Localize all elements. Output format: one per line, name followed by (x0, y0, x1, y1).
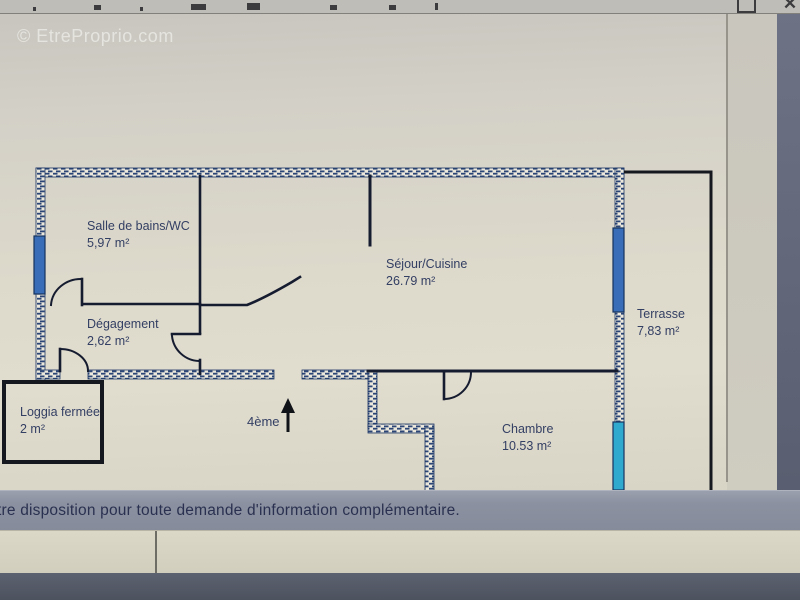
toolbar-icon-fragment (140, 7, 143, 11)
page-right-margin (727, 14, 777, 492)
watermark-text: © EtreProprio.com (17, 26, 174, 46)
room-name: Séjour/Cuisine (386, 257, 468, 271)
toolbar-icon-fragment (33, 7, 36, 11)
room-label-loggia: Loggia fermée 2 m² (20, 404, 100, 438)
screen-bottom-band (0, 573, 800, 600)
toolbar-icon-fragment (435, 3, 438, 10)
room-area: 26.79 m² (386, 274, 436, 288)
room-area: 7,83 m² (637, 324, 680, 338)
app-background-band (777, 13, 800, 530)
north-arrow-icon (281, 398, 295, 432)
footer-text: tre disposition pour toute demande d'inf… (0, 502, 460, 519)
room-name: Terrasse (637, 307, 685, 321)
page-divider-line (155, 531, 157, 574)
windows-group (33, 227, 625, 491)
room-area: 2 m² (20, 422, 45, 436)
room-label-salle-de-bains: Salle de bains/WC 5,97 m² (87, 218, 190, 252)
room-label-chambre: Chambre 10.53 m² (502, 421, 553, 455)
toolbar-icon-fragment (191, 4, 206, 10)
toolbar-icon-fragment (330, 5, 337, 10)
room-label-degagement: Dégagement 2,62 m² (87, 316, 159, 350)
room-area: 5,97 m² (87, 236, 130, 250)
page-bottom-strip (0, 530, 800, 574)
maximize-icon[interactable] (737, 0, 756, 13)
toolbar-icon-fragment (389, 5, 396, 10)
close-icon[interactable]: ✕ (782, 0, 798, 13)
page-edge-line (726, 14, 728, 482)
toolbar-icon-fragment (247, 3, 260, 10)
room-label-sejour-cuisine: Séjour/Cuisine 26.79 m² (386, 256, 467, 290)
toolbar-icon-fragment (94, 5, 101, 10)
window-titlebar: ✕ (0, 0, 800, 14)
room-area: 2,62 m² (87, 334, 130, 348)
terrasse-outline (624, 170, 713, 491)
room-name: Salle de bains/WC (87, 219, 190, 233)
interior-walls-group (49, 174, 619, 401)
room-area: 10.53 m² (502, 439, 552, 453)
loggia-outline (2, 380, 104, 464)
footer-text-band: tre disposition pour toute demande d'inf… (0, 490, 800, 531)
room-name: Dégagement (87, 317, 159, 331)
floor-indicator-label: 4ème (247, 414, 280, 429)
room-name: Chambre (502, 422, 554, 436)
room-label-terrasse: Terrasse 7,83 m² (637, 306, 685, 340)
room-name: Loggia fermée (20, 405, 100, 419)
